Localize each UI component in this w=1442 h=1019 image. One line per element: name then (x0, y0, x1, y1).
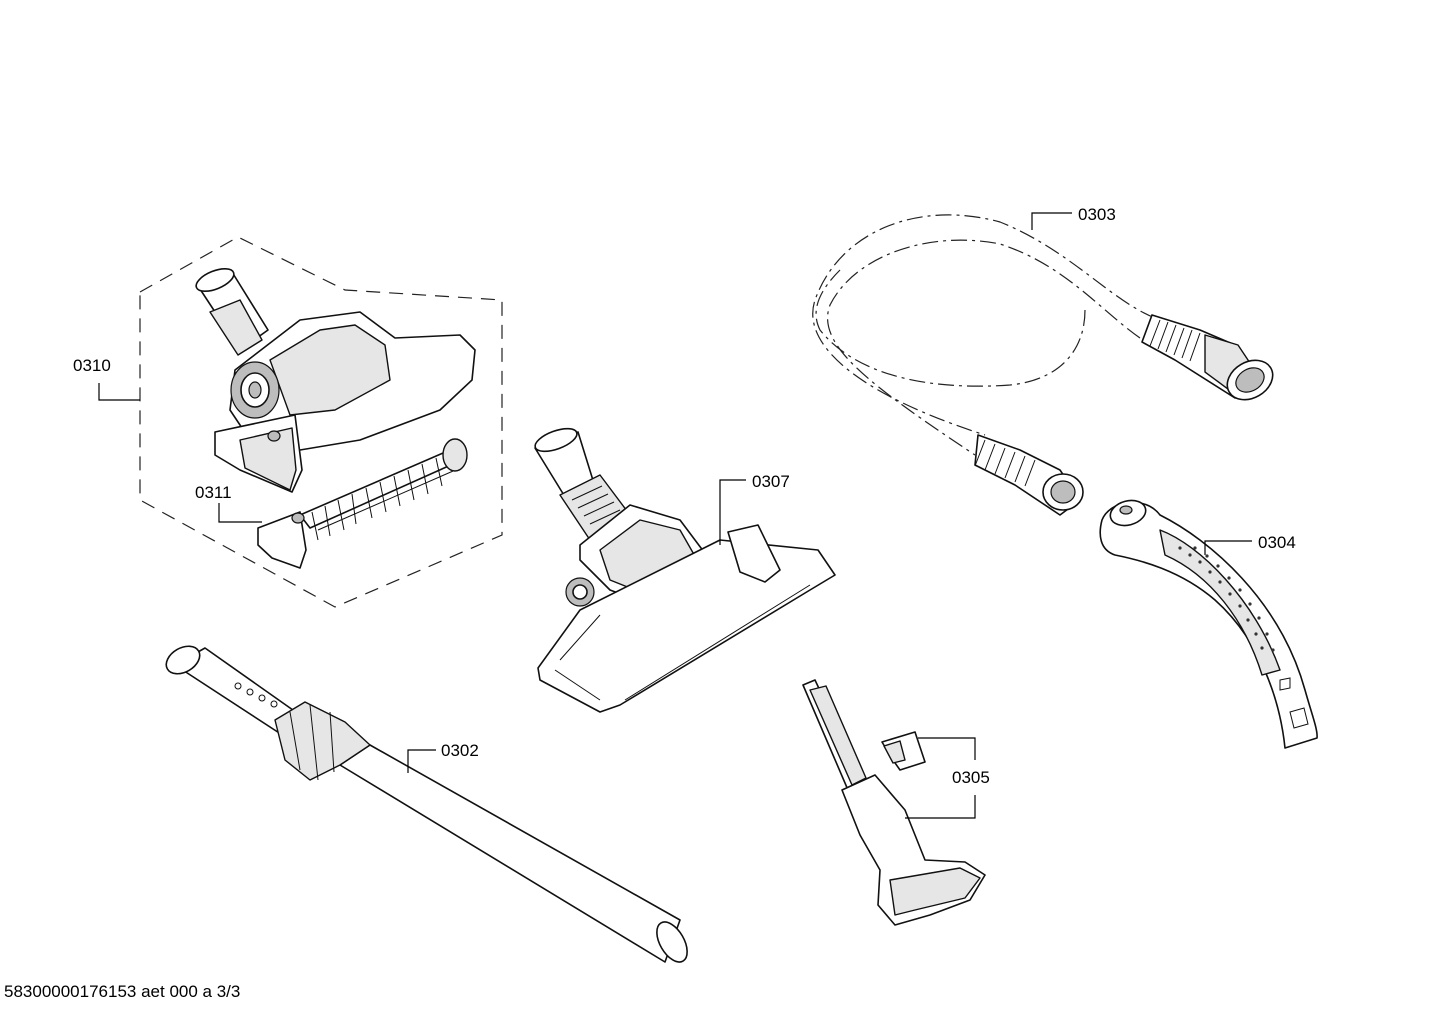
document-code: 58300000176153 aet 000 a 3/3 (4, 982, 241, 1001)
grip-texture (1178, 546, 1275, 652)
leader-line-0303 (1031, 212, 1072, 230)
leader-line-0311 (218, 503, 262, 523)
part-label-0304: 0304 (1258, 533, 1296, 552)
crevice-nozzle[interactable] (802, 679, 986, 926)
part-label-0311: 0311 (195, 483, 232, 502)
turbo-brush-assembly-group (139, 236, 503, 608)
part-label-0310: 0310 (73, 356, 111, 375)
brush-roll[interactable] (257, 438, 468, 569)
nozzle-clip[interactable] (881, 731, 926, 771)
floor-nozzle[interactable] (532, 424, 836, 713)
part-label-0303: 0303 (1078, 205, 1116, 224)
suction-hose[interactable] (812, 214, 1280, 516)
assembly-boundary-dashed (139, 236, 503, 608)
hose-handle[interactable] (1099, 497, 1318, 749)
leader-line-0305-clip (918, 737, 976, 760)
leader-line-0305-nozzle (905, 795, 976, 819)
part-label-0307: 0307 (752, 472, 790, 491)
leader-line-0302 (407, 749, 436, 773)
part-label-0302: 0302 (441, 741, 479, 760)
leader-line-0307 (719, 479, 746, 545)
telescopic-tube[interactable] (161, 641, 693, 967)
leader-line-0304 (1204, 540, 1252, 555)
leader-line-0310 (98, 383, 140, 401)
part-label-0305: 0305 (952, 768, 990, 787)
turbo-brush-head[interactable] (193, 264, 476, 493)
